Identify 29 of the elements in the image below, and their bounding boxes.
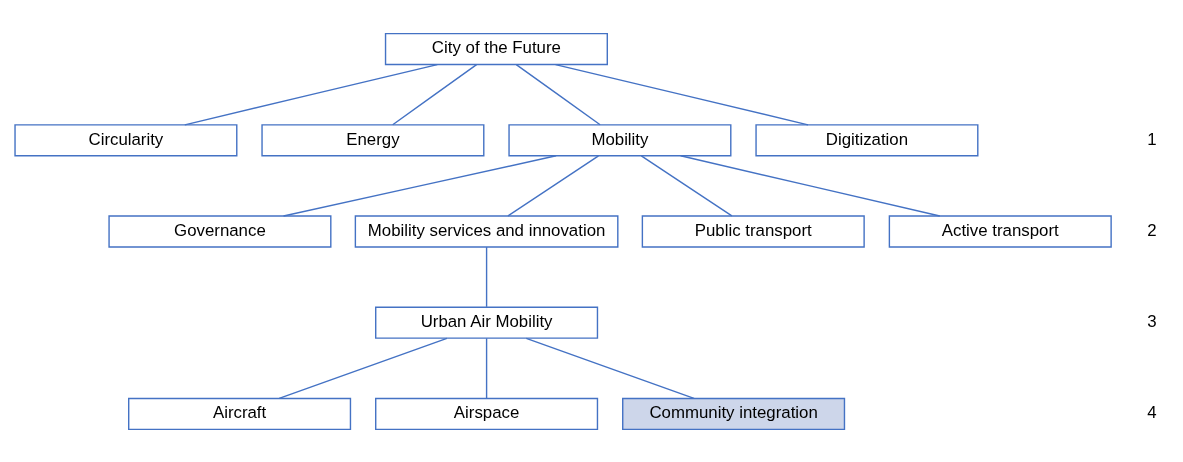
node-box: Aircraft — [128, 397, 352, 430]
connector — [640, 154, 733, 217]
label: 2 — [1147, 220, 1157, 240]
connector — [485, 245, 488, 308]
node-box: Mobility services and innovation — [354, 214, 619, 248]
node-box: Energy — [261, 123, 485, 156]
connector — [278, 337, 448, 399]
connector — [515, 63, 601, 125]
connector — [282, 154, 557, 217]
node-box: Airspace — [375, 397, 599, 430]
node-box: Circularity — [14, 123, 238, 156]
node-box: Active transport — [888, 214, 1112, 248]
connector — [485, 337, 488, 399]
label: 3 — [1147, 311, 1157, 331]
label: 4 — [1147, 402, 1157, 422]
node-box: Governance — [108, 214, 332, 248]
label: 1 — [1147, 129, 1157, 149]
connector — [184, 63, 438, 125]
connector — [679, 154, 941, 217]
node-box: Community integration — [622, 397, 846, 430]
connector — [554, 63, 809, 125]
node-box: Mobility — [508, 123, 732, 156]
connector — [525, 337, 695, 399]
node-box: City of the Future — [384, 32, 608, 65]
node-box: Digitization — [755, 123, 979, 156]
connector — [507, 154, 600, 217]
node-box: Public transport — [641, 214, 865, 248]
connector — [392, 63, 478, 125]
node-box: Urban Air Mobility — [375, 306, 599, 339]
